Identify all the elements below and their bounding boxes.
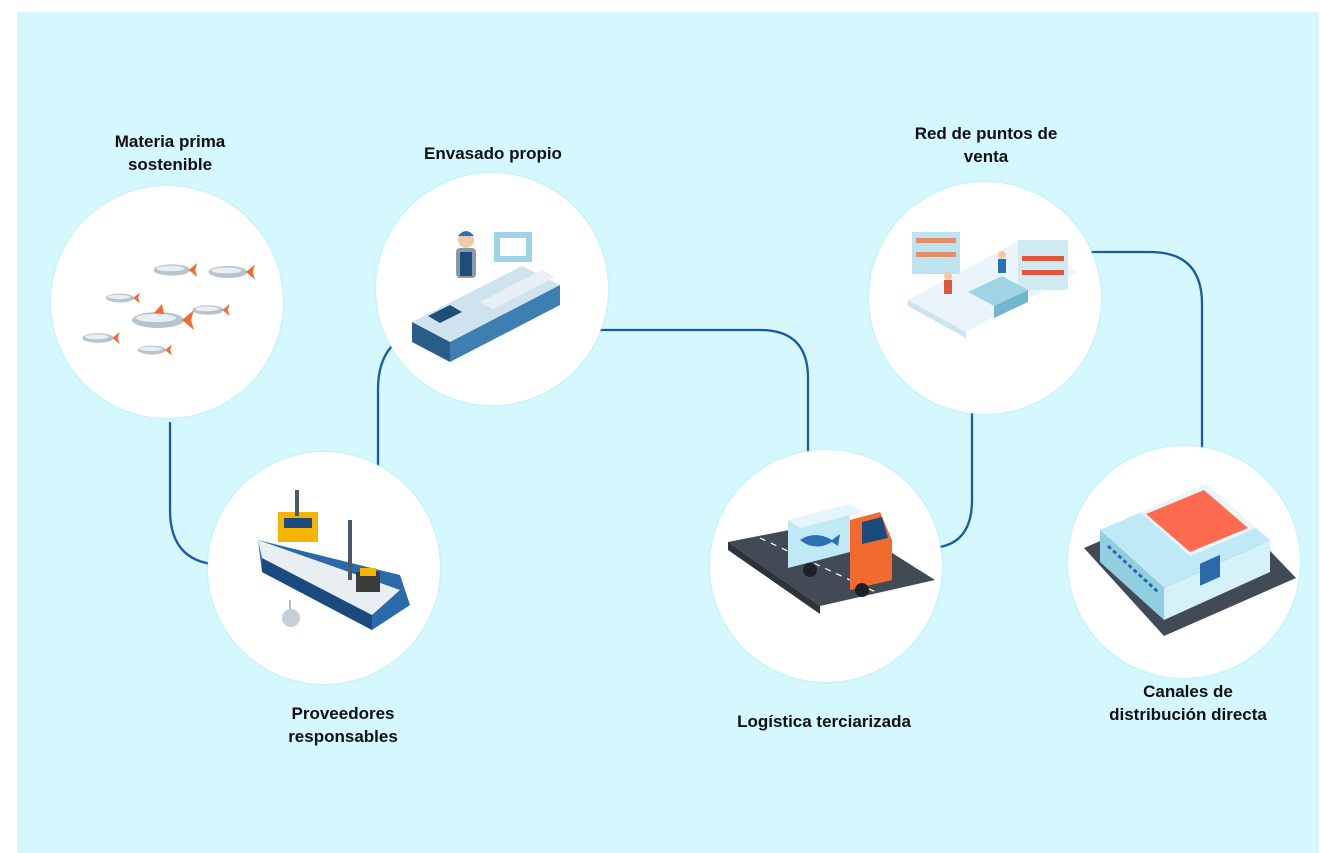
supply-chain-connector bbox=[168, 250, 1204, 567]
stage-label-line: Canales de bbox=[1143, 682, 1233, 701]
stage-label-line: Logística terciarizada bbox=[737, 712, 911, 731]
stage-label-materia: Materia prima sostenible bbox=[78, 130, 262, 176]
fishing-boat-icon bbox=[258, 490, 410, 630]
stage-label-logistica: Logística terciarizada bbox=[704, 710, 944, 733]
stage-label-line: responsables bbox=[288, 727, 398, 746]
stage-label-line: distribución directa bbox=[1109, 705, 1267, 724]
stage-label-red: Red de puntos de venta bbox=[891, 122, 1081, 168]
delivery-truck-icon bbox=[728, 504, 935, 614]
stage-label-canales: Canales de distribución directa bbox=[1075, 680, 1301, 726]
diagram-artwork bbox=[51, 173, 1300, 684]
stage-label-line: Materia prima bbox=[114, 132, 226, 151]
stage-label-line: venta bbox=[963, 147, 1009, 166]
value-chain-diagram: Materia prima sostenible Envasado propio… bbox=[17, 12, 1319, 853]
stage-label-line: Red de puntos de bbox=[914, 124, 1058, 143]
packaging-line-icon bbox=[412, 231, 560, 362]
stage-label-line: Proveedores bbox=[291, 704, 395, 723]
stage-label-line: sostenible bbox=[127, 155, 213, 174]
stage-circle-materia bbox=[51, 186, 283, 418]
fish-school-icon bbox=[82, 263, 255, 356]
distribution-building-icon bbox=[1084, 484, 1296, 636]
stage-label-line: Envasado propio bbox=[424, 144, 562, 163]
supermarket-icon bbox=[908, 232, 1078, 338]
stage-label-proveedores: Proveedores responsables bbox=[255, 702, 431, 748]
stage-label-envasado: Envasado propio bbox=[393, 142, 593, 165]
